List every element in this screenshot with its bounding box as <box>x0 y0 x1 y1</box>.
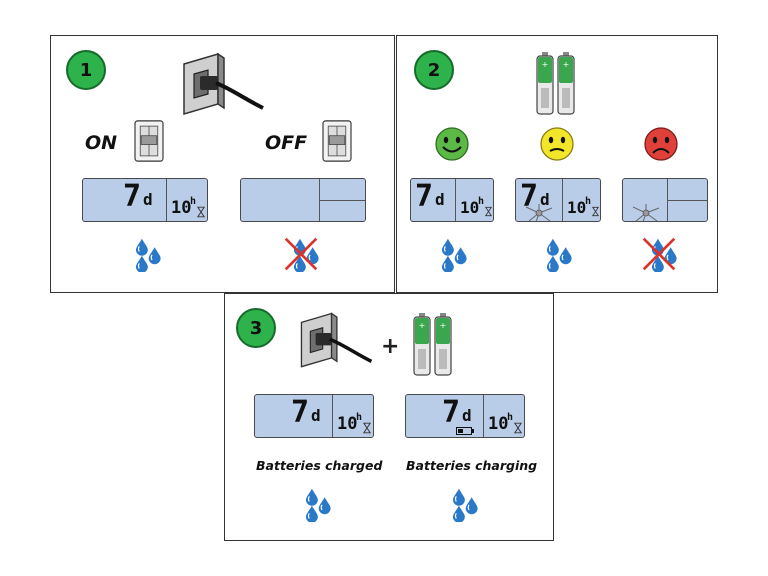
cross-icon <box>283 236 319 272</box>
happy-face-icon <box>435 127 469 161</box>
hours-unit: h <box>585 196 592 207</box>
battery-pair-icon <box>535 52 555 116</box>
lcd-display-full: 7 d 10 h <box>410 178 494 222</box>
water-drops-icon <box>541 236 575 272</box>
battery-low-icon <box>456 427 474 435</box>
hourglass-icon <box>485 206 492 217</box>
battery-pair-icon <box>412 313 432 377</box>
switch-label-on: ON <box>85 132 118 154</box>
hours-value: 10 <box>337 414 358 434</box>
hours-unit: h <box>356 412 363 423</box>
hours-value: 10 <box>567 198 587 217</box>
lcd-display-charging: 7 d 10 h <box>405 394 525 438</box>
status-label-charged: Batteries charged <box>256 458 383 473</box>
wall-switch-icon <box>322 120 352 162</box>
status-label-charging: Batteries charging <box>406 458 538 473</box>
water-drops-icon <box>300 486 334 522</box>
plus-sign: + <box>381 334 400 359</box>
days-unit: d <box>311 406 321 425</box>
cracked-screen-icon <box>524 203 554 222</box>
water-drops-icon <box>130 236 164 272</box>
sad-face-icon <box>644 127 678 161</box>
days-value: 7 <box>442 395 461 430</box>
days-value: 7 <box>291 395 310 430</box>
power-plug-icon <box>296 310 376 372</box>
days-value: 7 <box>123 179 142 214</box>
days-value: 7 <box>415 179 434 214</box>
power-plug-icon <box>178 50 268 120</box>
water-drops-icon <box>436 236 470 272</box>
hourglass-icon <box>197 206 205 218</box>
hours-unit: h <box>507 412 514 423</box>
water-drops-icon <box>447 486 481 522</box>
battery-pair-icon <box>433 313 453 377</box>
days-unit: d <box>462 406 472 425</box>
step-badge-2: 2 <box>414 50 454 90</box>
hours-value: 10 <box>171 198 192 218</box>
lcd-display-broken <box>622 178 708 222</box>
days-unit: d <box>435 190 445 209</box>
lcd-display-charged: 7 d 10 h <box>254 394 374 438</box>
cross-icon <box>641 236 677 272</box>
battery-pair-icon <box>556 52 576 116</box>
lcd-display: 7 d 10 h <box>82 178 208 222</box>
hours-unit: h <box>478 196 485 207</box>
hours-unit: h <box>190 196 197 207</box>
days-unit: d <box>540 190 550 209</box>
cracked-screen-icon <box>631 203 661 222</box>
switch-label-off: OFF <box>265 132 308 154</box>
hours-value: 10 <box>488 414 509 434</box>
hourglass-icon <box>363 422 371 434</box>
lcd-display-off <box>240 178 366 222</box>
hours-value: 10 <box>460 198 480 217</box>
neutral-face-icon <box>540 127 574 161</box>
days-value: 7 <box>520 179 539 214</box>
lcd-display-cracked: 7 d 10 h <box>515 178 601 222</box>
step-badge-1: 1 <box>66 50 106 90</box>
hourglass-icon <box>514 422 522 434</box>
days-unit: d <box>143 190 153 209</box>
step-badge-3: 3 <box>236 308 276 348</box>
wall-switch-icon <box>134 120 164 162</box>
hourglass-icon <box>592 206 599 217</box>
